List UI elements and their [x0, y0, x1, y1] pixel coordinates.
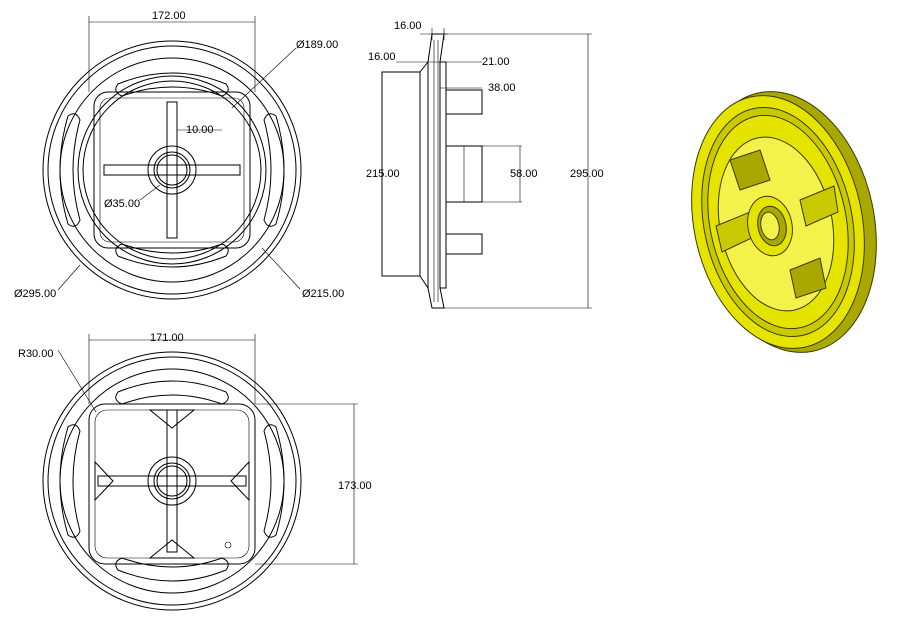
dim-radius-30: R30.00: [18, 348, 53, 360]
dim-outer-295: Ø295.00: [14, 288, 56, 300]
dim-width-171: 171.00: [150, 332, 184, 344]
dim-58: 58.00: [510, 168, 538, 180]
dim-groove-top-16: 16.00: [394, 20, 422, 32]
dim-dia-189: Ø189.00: [296, 39, 338, 51]
dim-dia-215: Ø215.00: [302, 288, 344, 300]
dim-38: 38.00: [488, 82, 516, 94]
dim-21: 21.00: [482, 56, 510, 68]
dim-groove-left-16: 16.00: [368, 51, 396, 63]
dim-height-173: 173.00: [338, 480, 372, 492]
dim-295: 295.00: [570, 168, 604, 180]
back-view: 171.00 R30.00 173.00: [18, 332, 372, 611]
front-view: 172.00 Ø189.00 10.00 Ø35.00 Ø295.00 Ø215…: [14, 10, 344, 300]
isometric-view: [691, 91, 877, 353]
dim-rib-10: 10.00: [186, 124, 214, 136]
dim-hub-35: Ø35.00: [104, 198, 140, 210]
dim-215: 215.00: [366, 168, 400, 180]
side-view: 16.00 16.00 21.00 38.00 215.00 58.00 295…: [366, 20, 604, 309]
dim-width-172: 172.00: [152, 10, 186, 22]
